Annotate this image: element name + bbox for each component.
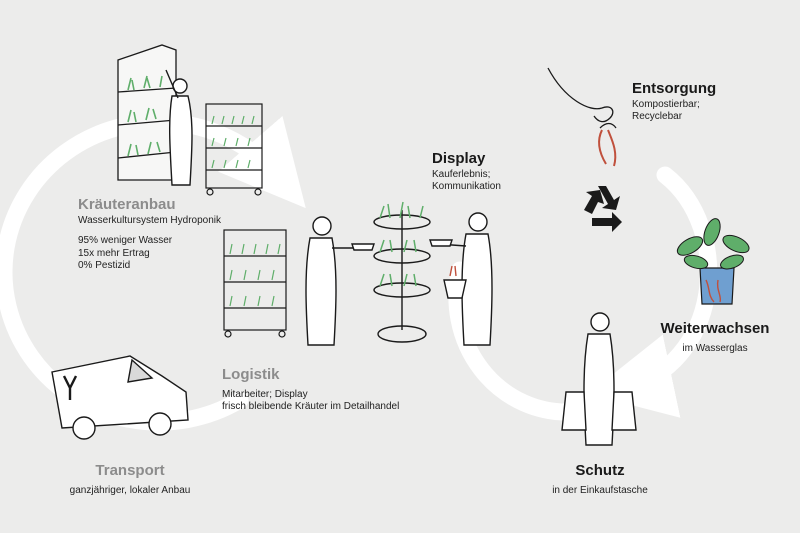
kraeuteranbau-fact: 0% Pestizid: [78, 260, 131, 272]
logistik-title: Logistik: [222, 366, 280, 383]
greenhouse-shelf-icon: [117, 44, 177, 181]
station-display: Display Kauferlebnis; Kommunikation: [432, 150, 501, 194]
entsorgung-title: Entsorgung: [632, 80, 717, 97]
entsorgung-line: Kompostierbar;: [632, 98, 700, 110]
kraeuteranbau-title: Kräuteranbau: [78, 196, 176, 213]
schutz-title: Schutz: [575, 462, 625, 479]
trolley-icon: [205, 103, 263, 196]
shopper-icon: [561, 312, 637, 446]
kraeuteranbau-fact: 15x mehr Ertrag: [78, 247, 150, 259]
display-title: Display: [432, 150, 486, 167]
weiterwachsen-title: Weiterwachsen: [660, 320, 770, 337]
station-kraeuteranbau: Kräuteranbau Wasserkultursystem Hydropon…: [78, 196, 221, 273]
schutz-subtitle: in der Einkaufstasche: [552, 484, 648, 496]
transport-subtitle: ganzjähriger, lokaler Anbau: [69, 484, 191, 496]
kraeuteranbau-fact: 95% weniger Wasser: [78, 235, 173, 247]
kraeuteranbau-subtitle: Wasserkultursystem Hydroponik: [78, 214, 222, 226]
station-logistik: Logistik Mitarbeiter; Display frisch ble…: [222, 366, 399, 414]
station-transport: Transport ganzjähriger, lokaler Anbau: [40, 462, 220, 497]
worker-icon: [165, 69, 193, 186]
display-line: Kommunikation: [432, 181, 501, 193]
station-weiterwachsen: Weiterwachsen im Wasserglas: [640, 320, 790, 355]
logistik-line: frisch bleibende Kräuter im Detailhandel: [222, 401, 400, 413]
right-cycle-arrow: [448, 261, 579, 421]
entsorgung-line: Recyclebar: [632, 111, 683, 123]
customer-icon: [429, 212, 493, 346]
van-icon: [51, 355, 189, 440]
display-tower-icon: [373, 201, 431, 343]
station-schutz: Schutz in der Einkaufstasche: [520, 462, 680, 497]
trolley-icon: [223, 229, 287, 338]
logistik-line: Mitarbeiter; Display: [222, 388, 308, 400]
transport-title: Transport: [95, 462, 165, 479]
worker-icon: [305, 216, 375, 346]
potted-plant-icon: [676, 218, 750, 305]
hand-herb-icon: [547, 67, 617, 167]
weiterwachsen-subtitle: im Wasserglas: [682, 342, 748, 354]
recycle-icon: [584, 186, 622, 232]
display-line: Kauferlebnis;: [432, 168, 491, 180]
station-entsorgung: Entsorgung Kompostierbar; Recyclebar: [632, 80, 716, 124]
